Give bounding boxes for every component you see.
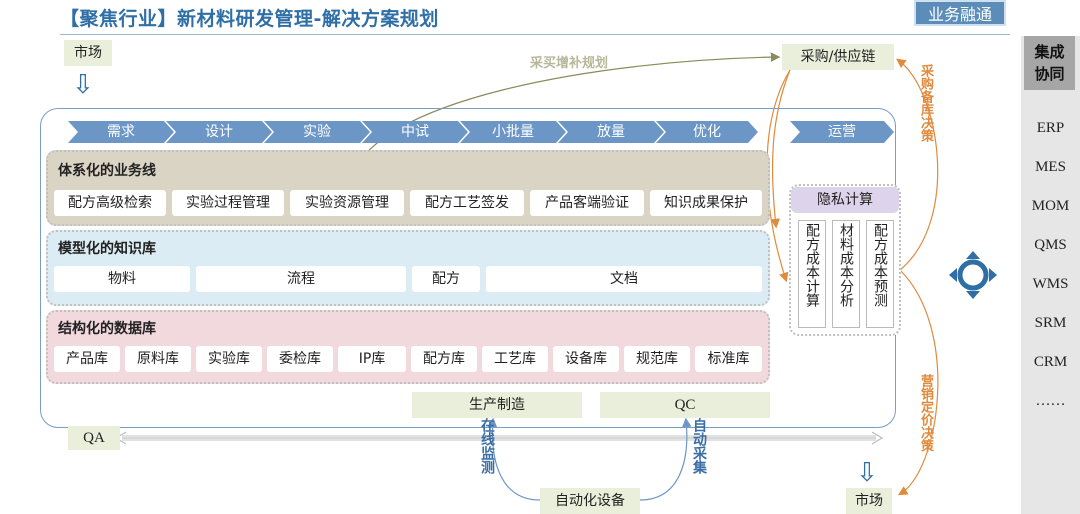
business-item-formula-release: 配方工艺签发 <box>410 190 524 216</box>
db-item-standard: 标准库 <box>695 346 762 372</box>
pricing-decision-label: 营销定价决策 <box>918 374 933 452</box>
arrow-down-icon: ⇩ <box>72 70 94 100</box>
page-title: 【聚焦行业】新材料研发管理-解决方案规划 <box>60 8 439 30</box>
sidebar-item-qms: QMS <box>1034 237 1067 253</box>
title-divider <box>60 34 1010 35</box>
knowledge-item-process: 流程 <box>196 266 406 292</box>
stage-pilot: 中试 <box>362 121 468 143</box>
business-item-ip-protection: 知识成果保护 <box>650 190 762 216</box>
market-bottom-label: 市场 <box>846 488 892 514</box>
sync-icon <box>949 251 997 299</box>
db-item-craft: 工艺库 <box>482 346 548 372</box>
stage-operations: 运营 <box>790 121 894 143</box>
business-item-formula-search: 配方高级检索 <box>54 190 166 216</box>
business-item-customer-validation: 产品客端验证 <box>530 190 644 216</box>
privacy-col-text: 配方成本计算 <box>804 223 820 307</box>
privacy-material-cost-analysis: 材料成本分析 <box>832 220 860 328</box>
db-item-formula: 配方库 <box>411 346 477 372</box>
db-item-product: 产品库 <box>54 346 120 372</box>
qa-box: QA <box>68 426 120 450</box>
db-item-inspection: 委检库 <box>267 346 333 372</box>
sidebar-item-mom: MOM <box>1031 198 1070 214</box>
sidebar-title-line1: 集成 <box>1034 43 1065 61</box>
procurement-decision-label: 采购备库决策 <box>918 64 933 142</box>
procurement-box: 采购/供应链 <box>782 44 894 70</box>
db-item-equipment: 设备库 <box>553 346 619 372</box>
knowledge-title: 模型化的知识库 <box>58 241 156 257</box>
integration-sidebar <box>1021 36 1080 514</box>
knowledge-item-formula: 配方 <box>412 266 480 292</box>
privacy-col-text: 材料成本分析 <box>838 223 854 307</box>
business-line-title: 体系化的业务线 <box>58 163 156 179</box>
knowledge-item-document: 文档 <box>486 266 762 292</box>
privacy-formula-cost-calc: 配方成本计算 <box>798 220 826 328</box>
stage-demand: 需求 <box>68 121 174 143</box>
stage-design: 设计 <box>166 121 272 143</box>
business-item-experiment-process: 实验过程管理 <box>172 190 284 216</box>
db-item-spec: 规范库 <box>624 346 690 372</box>
stage-scale-up: 放量 <box>558 121 664 143</box>
db-item-raw-material: 原料库 <box>125 346 191 372</box>
knowledge-item-material: 物料 <box>54 266 190 292</box>
auto-collect-label: 自动采集 <box>691 418 707 474</box>
sidebar-item-srm: SRM <box>1034 315 1067 331</box>
procurement-arrow-label: 采买增补规划 <box>530 56 609 71</box>
arrow-down-icon: ⇩ <box>856 458 878 488</box>
market-top-label: 市场 <box>64 40 112 66</box>
business-item-experiment-resource: 实验资源管理 <box>290 190 404 216</box>
sidebar-item-more: …… <box>1035 393 1066 409</box>
privacy-col-text: 配方成本预测 <box>872 223 888 307</box>
db-item-experiment: 实验库 <box>196 346 262 372</box>
sidebar-title-line2: 协同 <box>1034 65 1065 83</box>
qc-box: QC <box>600 392 770 418</box>
sidebar-title: 集成 协同 <box>1024 36 1075 90</box>
stage-small-batch: 小批量 <box>460 121 566 143</box>
stage-experiment: 实验 <box>264 121 370 143</box>
sidebar-item-erp: ERP <box>1036 120 1065 136</box>
sidebar-item-crm: CRM <box>1033 354 1068 370</box>
automation-equipment-box: 自动化设备 <box>540 488 640 514</box>
privacy-title: 隐私计算 <box>791 187 899 213</box>
db-item-ip: IP库 <box>338 346 406 372</box>
stage-optimize: 优化 <box>656 121 758 143</box>
database-title: 结构化的数据库 <box>58 321 156 337</box>
sidebar-item-wms: WMS <box>1032 276 1069 292</box>
sidebar-item-mes: MES <box>1035 159 1066 175</box>
business-line-section <box>46 150 770 226</box>
privacy-formula-cost-forecast: 配方成本预测 <box>866 220 894 328</box>
production-box: 生产制造 <box>412 392 582 418</box>
online-monitor-label: 在线监测 <box>479 418 495 474</box>
integration-badge: 业务融通 <box>914 0 1006 26</box>
